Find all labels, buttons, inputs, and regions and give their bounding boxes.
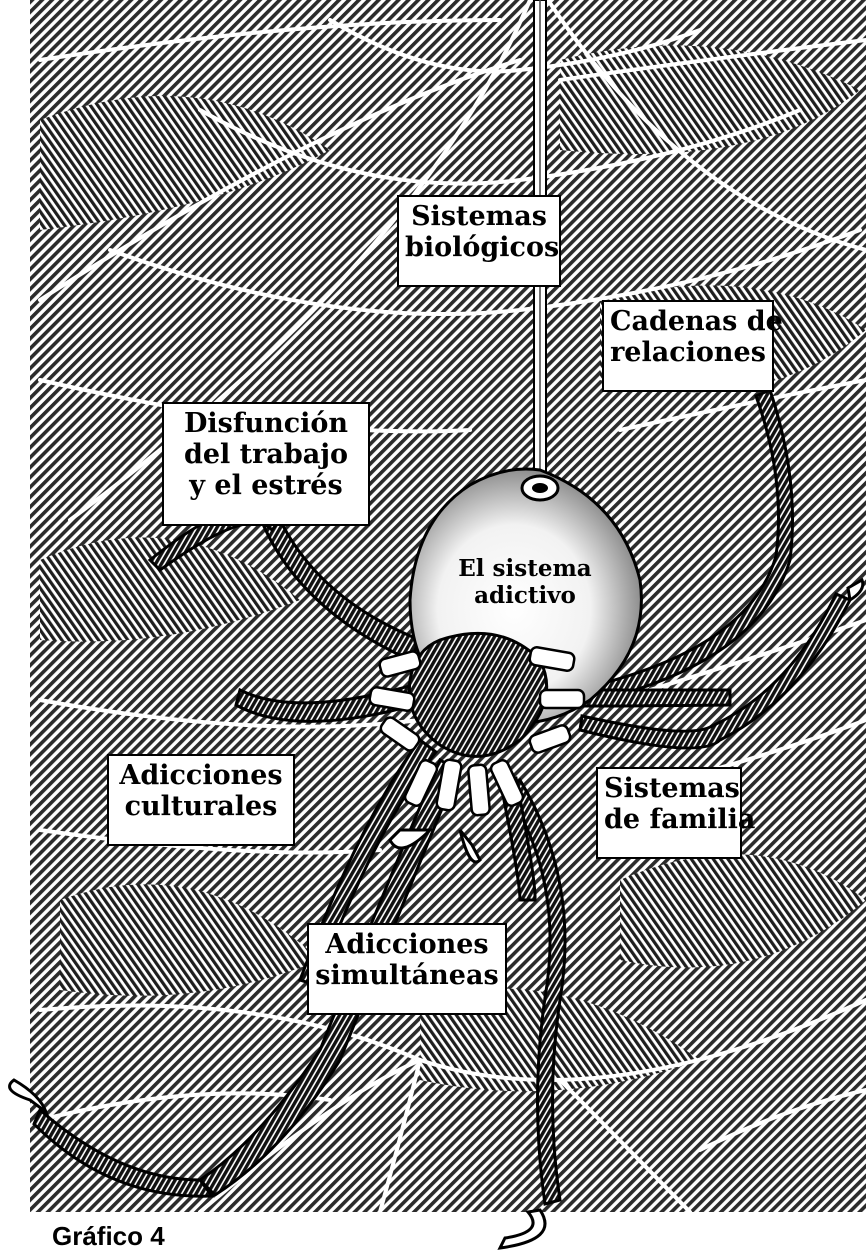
label-work-dysfunction-line-3: y el estrés — [170, 470, 362, 501]
label-simultaneous-addictions-line-1: Adicciones — [315, 929, 499, 960]
addictive-system-line-2: adictivo — [455, 582, 595, 609]
label-cultural-addictions-line-1: Adicciones — [115, 760, 287, 791]
label-biological-systems-line-1: Sistemas — [405, 201, 553, 232]
label-biological-systems-line-2: biológicos — [405, 232, 553, 263]
label-relationship-chains-line-2: relaciones — [610, 337, 766, 368]
label-simultaneous-addictions-line-2: simultáneas — [315, 960, 499, 991]
label-family-systems-line-1: Sistemas — [604, 773, 734, 804]
label-cultural-addictions: Adicciones culturales — [107, 754, 295, 846]
label-cultural-addictions-line-2: culturales — [115, 791, 287, 822]
label-relationship-chains: Cadenas de relaciones — [602, 300, 774, 392]
label-work-dysfunction-line-1: Disfunción — [170, 408, 362, 439]
addictive-system-label: El sistema adictivo — [455, 555, 595, 609]
label-family-systems-line-2: de familia — [604, 804, 734, 835]
label-family-systems: Sistemas de familia — [596, 767, 742, 859]
label-simultaneous-addictions: Adicciones simultáneas — [307, 923, 507, 1015]
label-work-dysfunction-line-2: del trabajo — [170, 439, 362, 470]
label-work-dysfunction: Disfunción del trabajo y el estrés — [162, 402, 370, 526]
addictive-system-line-1: El sistema — [455, 555, 595, 582]
figure-caption: Gráfico 4 — [52, 1221, 165, 1251]
label-biological-systems: Sistemas biológicos — [397, 195, 561, 287]
label-relationship-chains-line-1: Cadenas de — [610, 306, 766, 337]
